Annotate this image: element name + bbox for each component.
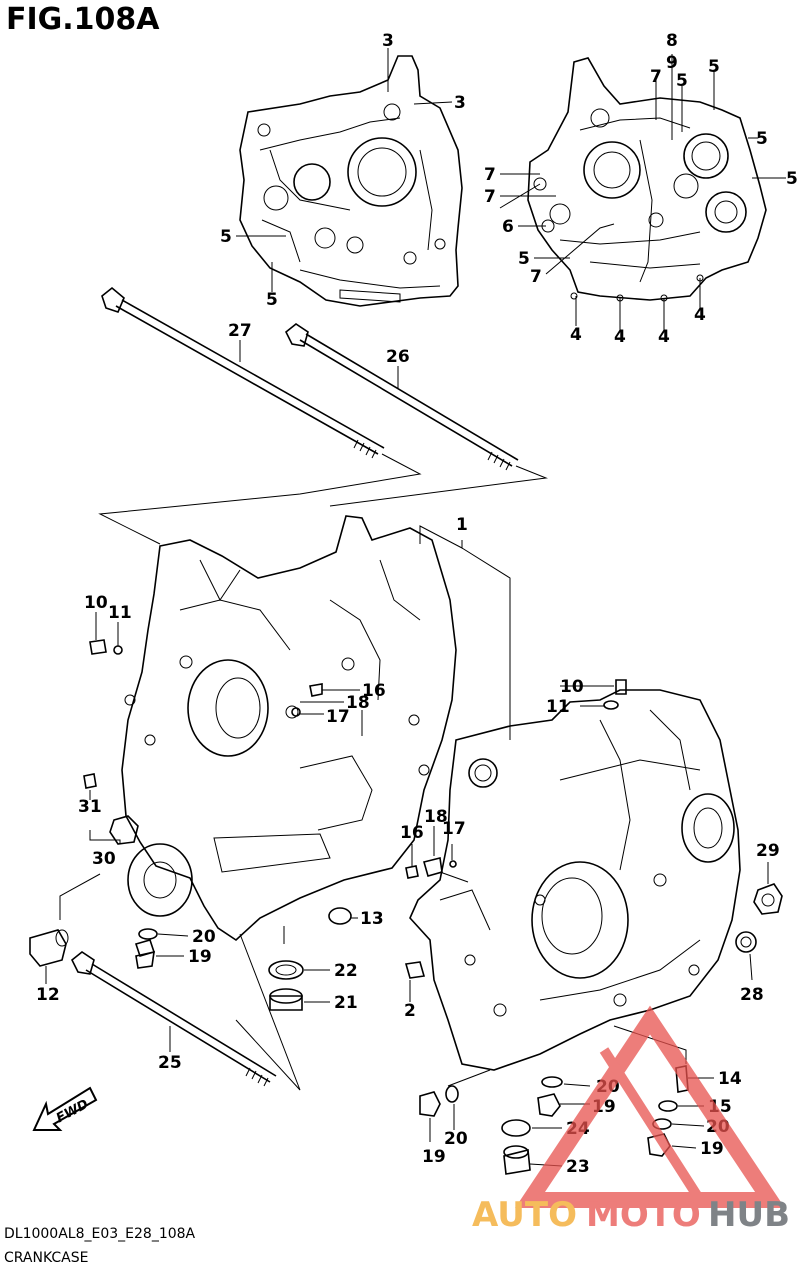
callout-3: 3 (382, 31, 394, 51)
callout-22: 22 (334, 961, 358, 981)
callout-10: 10 (560, 677, 584, 697)
long-bolt-27 (101, 286, 385, 459)
callout-5: 5 (266, 290, 278, 310)
leader-lines (45, 48, 786, 1167)
automotohub-watermark: AUTO MOTO HUB (472, 1005, 790, 1235)
callout-17: 17 (326, 707, 350, 727)
callout-5: 5 (518, 249, 530, 269)
callout-6: 6 (502, 217, 514, 237)
callout-7: 7 (530, 267, 542, 287)
figure-title: FIG.108A (6, 2, 160, 37)
callout-4: 4 (614, 327, 626, 347)
callout-4: 4 (694, 305, 706, 325)
callout-5: 5 (756, 129, 768, 149)
callout-17: 17 (442, 819, 466, 839)
callout-20: 20 (192, 927, 216, 947)
callout-5: 5 (708, 57, 720, 77)
callout-5: 5 (676, 71, 688, 91)
upper-left-case-half (239, 55, 463, 307)
callout-11: 11 (546, 697, 570, 717)
watermark-auto: AUTO (472, 1195, 577, 1235)
callout-29: 29 (756, 841, 780, 861)
fwd-arrow-icon: FWD (32, 1086, 98, 1131)
callout-18: 18 (346, 693, 370, 713)
callout-10: 10 (84, 593, 108, 613)
callout-labels: 3 3 5 5 8 9 5 5 5 5 7 7 7 6 5 7 4 4 4 4 … (36, 31, 798, 1177)
callout-4: 4 (658, 327, 670, 347)
long-bolt-26 (284, 323, 519, 471)
callout-7: 7 (484, 165, 496, 185)
callout-7: 7 (650, 67, 662, 87)
callout-18: 18 (424, 807, 448, 827)
callout-19: 19 (188, 947, 212, 967)
callout-28: 28 (740, 985, 764, 1005)
callout-31: 31 (78, 797, 102, 817)
callout-21: 21 (334, 993, 358, 1013)
callout-16: 16 (400, 823, 424, 843)
callout-1: 1 (456, 515, 468, 535)
callout-4: 4 (570, 325, 582, 345)
callout-9: 9 (666, 53, 678, 73)
callout-26: 26 (386, 347, 410, 367)
callout-11: 11 (108, 603, 132, 623)
small-parts (29, 639, 783, 1175)
watermark-hub: HUB (708, 1195, 790, 1235)
diagram-name: CRANKCASE (4, 1250, 89, 1266)
lower-left-crankcase-half (121, 515, 457, 942)
watermark-moto: MOTO (586, 1195, 701, 1235)
callout-7: 7 (484, 187, 496, 207)
callout-3: 3 (454, 93, 466, 113)
callout-5: 5 (220, 227, 232, 247)
callout-30: 30 (92, 849, 116, 869)
callout-19: 19 (700, 1139, 724, 1159)
callout-12: 12 (36, 985, 60, 1005)
callout-5: 5 (786, 169, 798, 189)
callout-14: 14 (718, 1069, 742, 1089)
callout-2: 2 (404, 1001, 416, 1021)
callout-13: 13 (360, 909, 384, 929)
callout-23: 23 (566, 1157, 590, 1177)
callout-16: 16 (362, 681, 386, 701)
callout-20: 20 (444, 1129, 468, 1149)
callout-19: 19 (422, 1147, 446, 1167)
upper-right-case-half (527, 57, 767, 302)
watermark-logo-icon (515, 1005, 785, 1208)
diagram-code: DL1000AL8_E03_E28_108A (4, 1226, 196, 1242)
callout-27: 27 (228, 321, 252, 341)
callout-8: 8 (666, 31, 678, 51)
callout-25: 25 (158, 1053, 182, 1073)
lower-right-crankcase-half (409, 689, 741, 1071)
